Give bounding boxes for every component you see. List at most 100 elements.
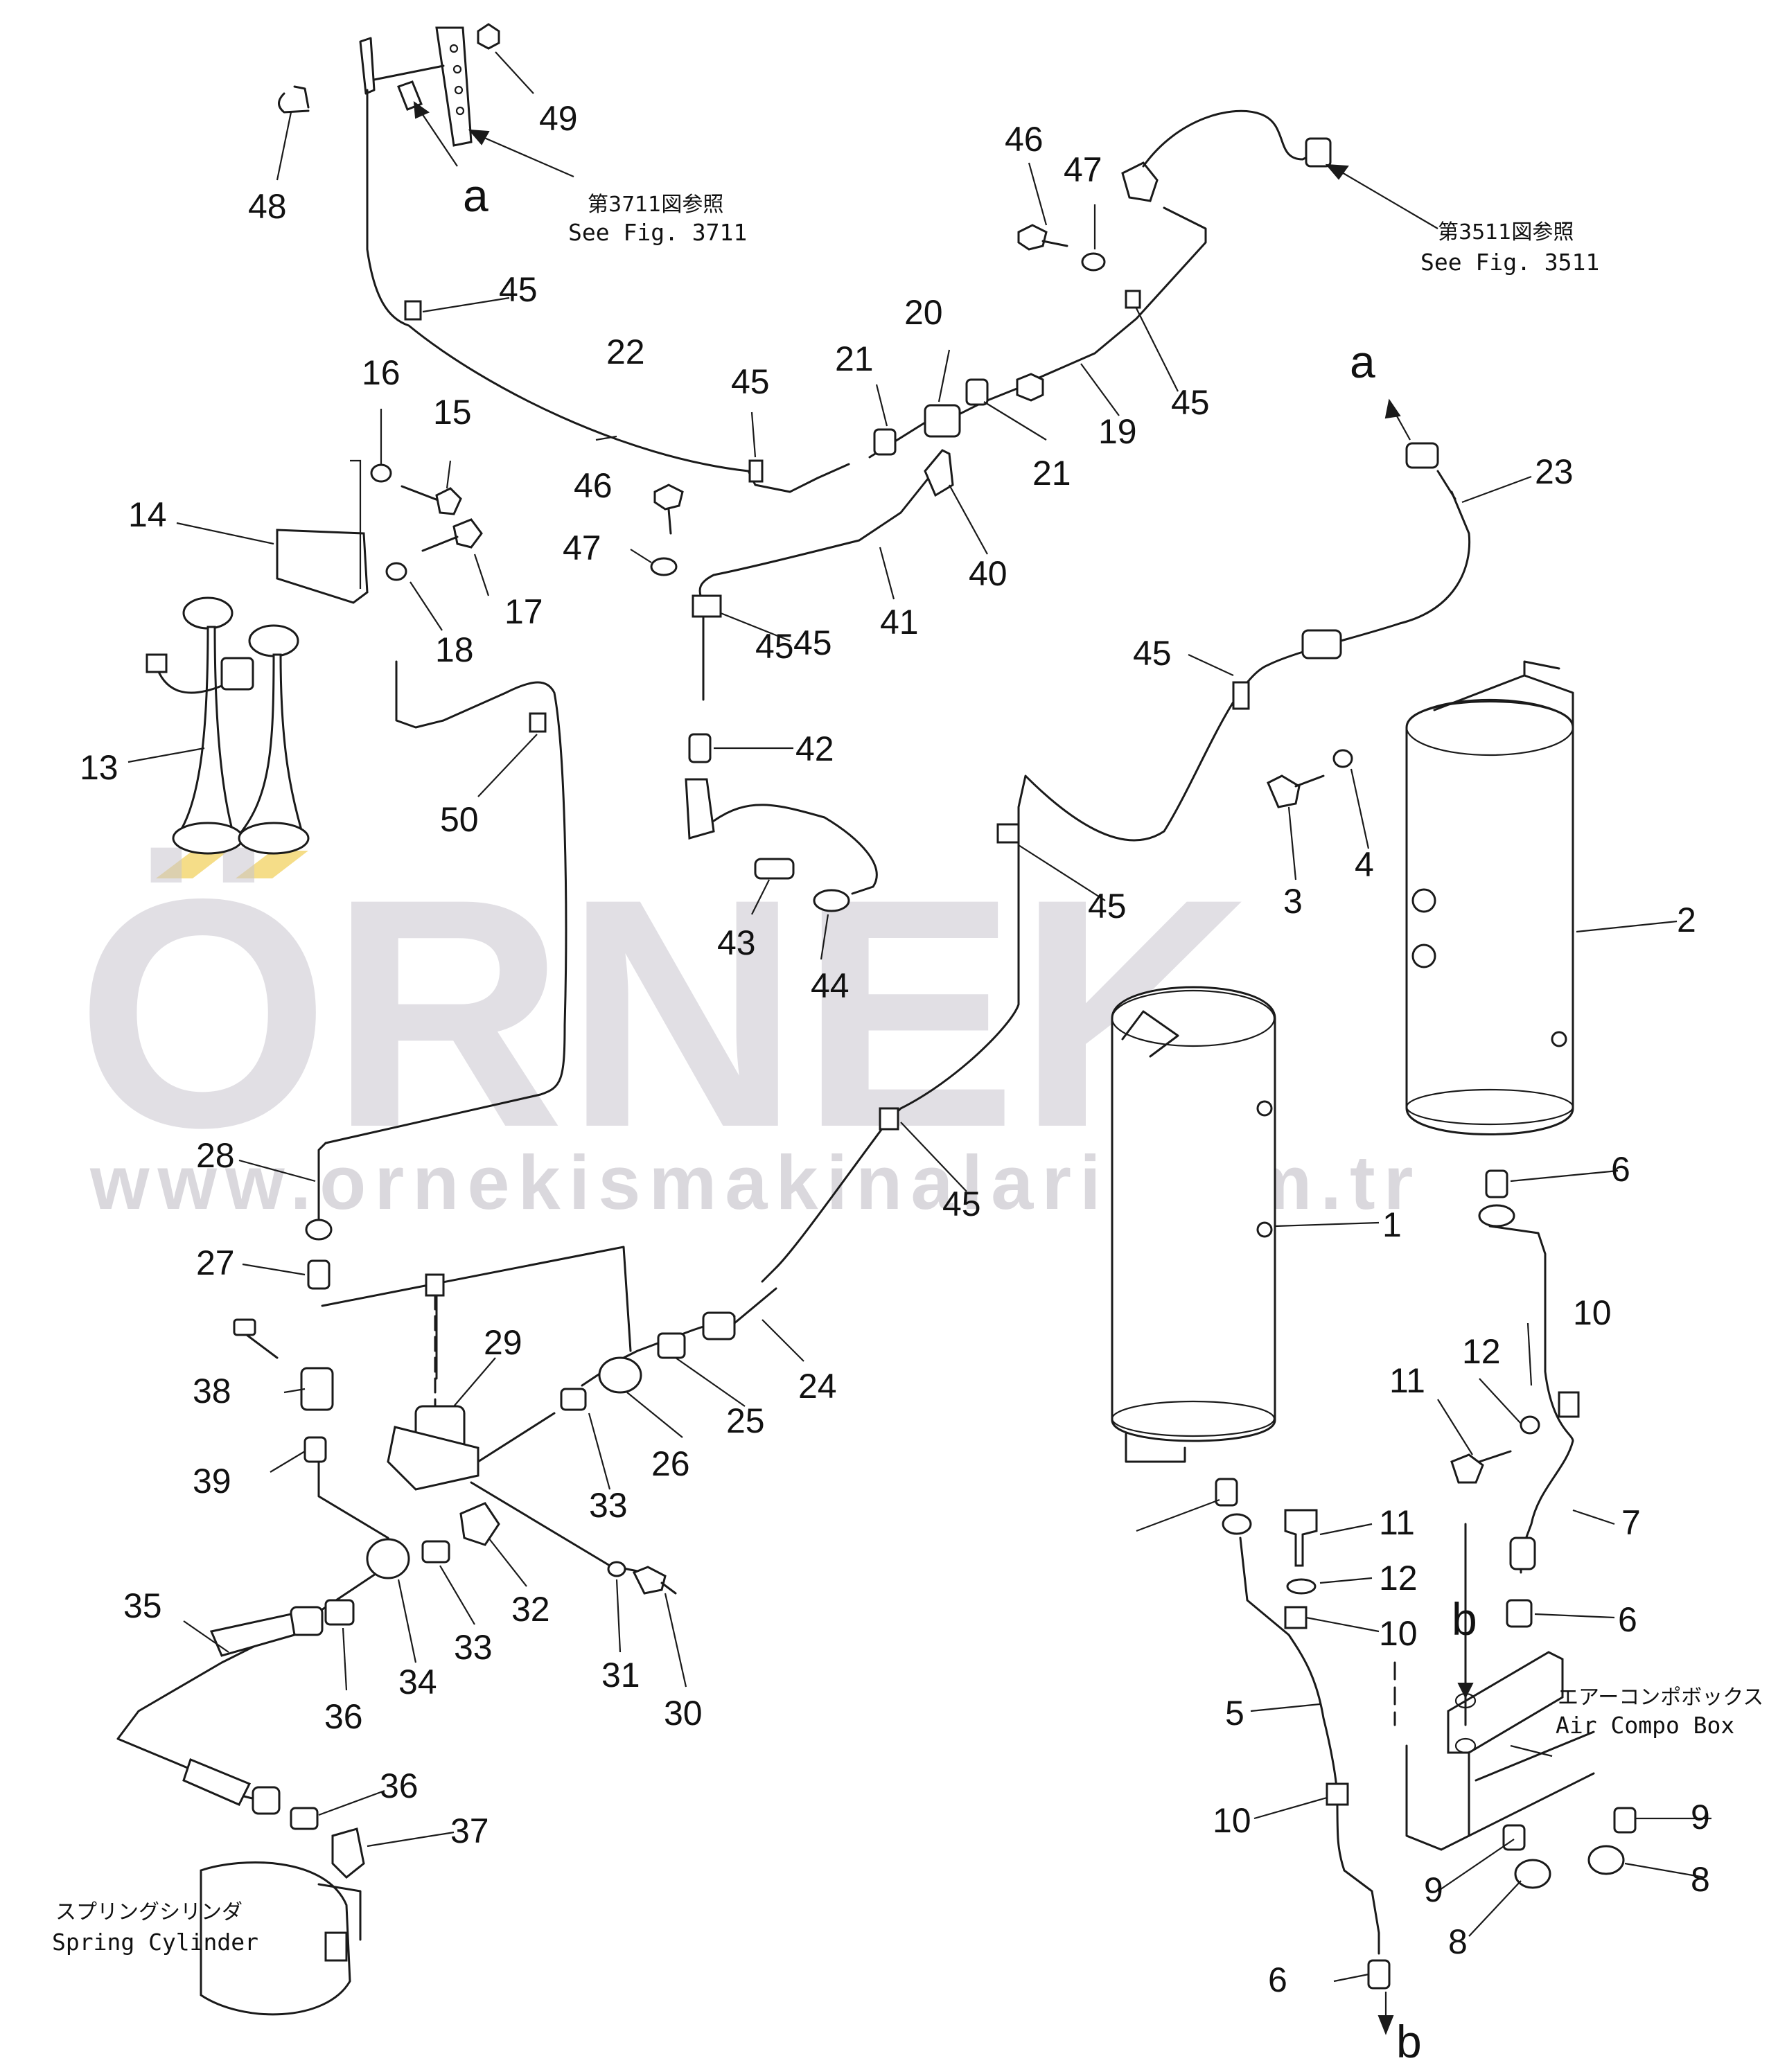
tee-34: [366, 1538, 410, 1579]
note-spring-jp: スプリングシリンダ: [55, 1900, 243, 1924]
callout-14: 14: [128, 495, 167, 534]
bolt-11-a: [1450, 1453, 1484, 1484]
callout-24: 24: [798, 1367, 837, 1406]
elbow-37: [331, 1827, 365, 1879]
callout-12: 12: [1379, 1559, 1418, 1597]
fitting-36-b: [290, 1807, 319, 1830]
watermark-brand: ÖRNEK: [76, 831, 1252, 1195]
coupler-43: [754, 858, 795, 880]
fitting-6-d: [1367, 1959, 1391, 1990]
hose-end-24: [702, 1311, 736, 1340]
notes: 第3711図参照 See Fig. 3711 第3511図参照 See Fig.…: [52, 193, 1763, 1956]
callout-21: 21: [835, 339, 874, 378]
callout-6: 6: [1618, 1600, 1637, 1639]
washer-31: [607, 1561, 626, 1577]
note-fig3511-jp: 第3511図参照: [1438, 220, 1574, 245]
washer-4: [1332, 749, 1353, 768]
callout-10: 10: [1573, 1293, 1612, 1332]
clamp-10-a: [1558, 1391, 1580, 1418]
air-tank-1: [1111, 986, 1276, 1463]
callout-48: 48: [248, 187, 287, 226]
callout-7: 7: [1621, 1503, 1641, 1542]
clamp-45-b: [748, 459, 764, 483]
callout-38: 38: [193, 1372, 231, 1410]
arrow-letters: a a b b: [463, 170, 1477, 2067]
callout-45: 45: [793, 623, 832, 662]
watermark-accent-marks: [156, 851, 308, 878]
washer-16: [370, 463, 392, 483]
arrow-letter-a-top: a: [463, 170, 488, 221]
elbow-32: [459, 1502, 500, 1546]
callout-18: 18: [435, 630, 474, 669]
fitting-27: [307, 1259, 331, 1290]
callout-3: 3: [1283, 882, 1303, 921]
switch-38: [300, 1367, 334, 1411]
fitting-21-a: [873, 428, 897, 456]
air-tank-2: [1405, 660, 1574, 1135]
callout-45: 45: [499, 270, 538, 309]
fitting-9-a: [1613, 1807, 1637, 1834]
callout-40: 40: [969, 554, 1007, 593]
fitting-36-a: [324, 1599, 355, 1626]
bolt-46-head: [1017, 224, 1048, 251]
callout-15: 15: [433, 393, 472, 432]
bolt-30-head: [632, 1566, 667, 1595]
callout-43: 43: [717, 923, 756, 962]
note-air-box-jp: エアーコンポボックス: [1558, 1685, 1763, 1710]
callout-45: 45: [755, 627, 794, 666]
cap-44: [813, 889, 850, 912]
bolt-3: [1267, 774, 1301, 808]
plug-8-a: [1587, 1845, 1625, 1875]
fitting-9-b: [1502, 1824, 1526, 1851]
callout-29: 29: [484, 1323, 522, 1362]
callout-10: 10: [1379, 1614, 1418, 1653]
callout-32: 32: [511, 1590, 550, 1629]
note-fig3511-en: See Fig. 3511: [1420, 249, 1599, 276]
callout-19: 19: [1098, 412, 1137, 451]
tee-20: [924, 404, 961, 438]
tee-26: [598, 1356, 642, 1394]
callout-45: 45: [1171, 383, 1210, 422]
callout-37: 37: [450, 1812, 489, 1850]
bolt-15: [435, 487, 462, 515]
clamp-45-d: [692, 594, 722, 618]
elbow-40: [924, 449, 954, 497]
callout-27: 27: [196, 1243, 235, 1282]
callout-50: 50: [440, 800, 479, 839]
bracket-top: [278, 23, 500, 147]
air-compo-box: [1393, 1523, 1595, 1851]
callout-9: 9: [1691, 1798, 1710, 1836]
callout-45: 45: [942, 1185, 981, 1223]
clamp-10-b: [1284, 1606, 1308, 1629]
bolt-46-mid: [653, 484, 684, 511]
fitting-33-a: [560, 1388, 587, 1411]
bolt-11-b: [1284, 1509, 1318, 1567]
horn-assembly: [146, 459, 369, 855]
callout-4: 4: [1355, 845, 1374, 884]
fitting-6-b: [1215, 1478, 1238, 1507]
clamp-45-e: [1232, 681, 1250, 710]
clamp-10-c: [1326, 1782, 1349, 1806]
callout-25: 25: [726, 1401, 765, 1440]
callout-45: 45: [1133, 634, 1172, 673]
plug-8-b: [1514, 1859, 1551, 1889]
note-fig3711-en: See Fig. 3711: [568, 219, 747, 246]
callout-6: 6: [1611, 1150, 1630, 1189]
air-lines: [116, 89, 1574, 1955]
callout-28: 28: [196, 1136, 235, 1175]
fitting-6-a: [1485, 1169, 1508, 1198]
clamp-45-g: [879, 1107, 899, 1131]
callout-49: 49: [539, 99, 578, 138]
fitting-39: [303, 1436, 327, 1463]
callout-36: 36: [324, 1697, 363, 1736]
callout-12: 12: [1462, 1332, 1501, 1371]
callout-8: 8: [1448, 1922, 1468, 1961]
callout-11: 11: [1389, 1361, 1425, 1400]
bolt-17: [452, 518, 483, 549]
callout-30: 30: [664, 1694, 703, 1733]
note-air-box-en: Air Compo Box: [1556, 1712, 1734, 1739]
callout-23: 23: [1535, 452, 1574, 491]
note-spring-en: Spring Cylinder: [52, 1929, 258, 1956]
note-fig3711-jp: 第3711図参照: [588, 193, 723, 217]
